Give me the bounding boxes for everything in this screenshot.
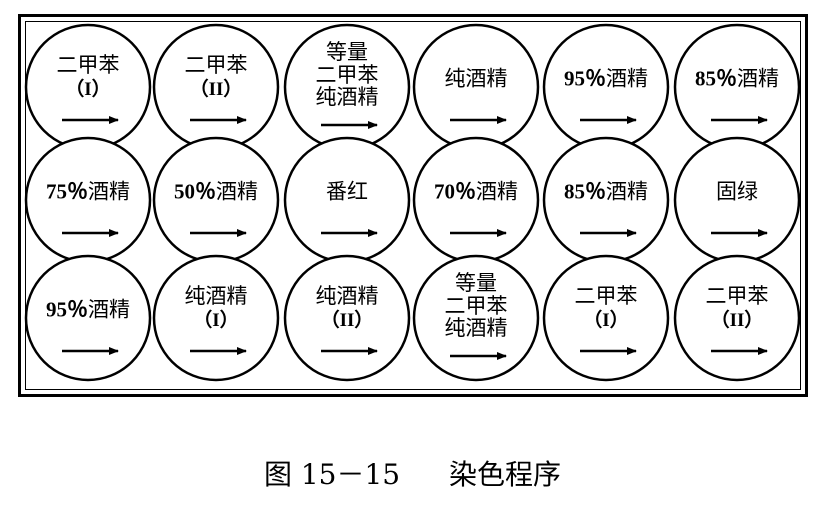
reagent-name: 二甲苯	[184, 52, 248, 77]
well-label: 75％酒精	[46, 179, 130, 204]
reagent-number: （I）	[583, 309, 629, 331]
reagent-name: 二甲苯	[315, 62, 379, 87]
well-label: 二甲苯（I）	[575, 285, 638, 331]
well-label-line: （I）	[57, 77, 120, 101]
reagent-number: （I）	[65, 78, 111, 100]
figure-caption: 图 15－15 染色程序	[0, 453, 825, 493]
well-label-line: 纯酒精	[444, 66, 508, 91]
wells-layer	[24, 23, 801, 382]
reagent-name: 等量	[455, 270, 497, 295]
well-circle	[152, 254, 280, 382]
well-label-line: 95％酒精	[46, 297, 130, 322]
well-label: 95％酒精	[564, 66, 648, 91]
reagent-name: 二甲苯	[705, 283, 769, 308]
well-circle	[542, 254, 670, 382]
well-label-line: （II）	[316, 308, 379, 332]
well-label-line: 二甲苯	[57, 54, 120, 77]
well-label-line: 等量	[445, 272, 508, 295]
reagent-name: 酒精	[606, 179, 648, 204]
reagent-name: 纯酒精	[315, 85, 379, 110]
reagent-name: 纯酒精	[444, 316, 508, 341]
well-label-line: 纯酒精	[316, 285, 379, 308]
well-label: 70％酒精	[434, 179, 518, 204]
reagent-number: （II）	[320, 309, 374, 331]
well-label: 85％酒精	[564, 179, 648, 204]
reagent-name: 纯酒精	[184, 283, 248, 308]
reagent-name: 等量	[326, 39, 368, 64]
well-circle	[24, 254, 152, 382]
well-label-line: 85％酒精	[564, 179, 648, 204]
well-circle	[283, 254, 411, 382]
well-label-line: 二甲苯	[444, 293, 508, 318]
well-circle	[412, 254, 540, 382]
well-label: 等量二甲苯纯酒精	[445, 272, 508, 340]
reagent-name: 二甲苯	[574, 283, 638, 308]
reagent-number: （I）	[193, 309, 239, 331]
concentration-value: 85％	[564, 179, 606, 204]
well-label: 纯酒精（I）	[185, 285, 248, 331]
reagent-name: 纯酒精	[444, 66, 508, 91]
well-label: 番红	[326, 179, 368, 204]
concentration-value: 85％	[695, 66, 737, 91]
reagent-name: 纯酒精	[315, 283, 379, 308]
well-label-line: 二甲苯	[575, 285, 638, 308]
concentration-value: 50％	[174, 179, 216, 204]
well-label-line: 70％酒精	[434, 179, 518, 204]
well-label-line: 番红	[326, 179, 368, 204]
well-label: 二甲苯（II）	[706, 285, 769, 331]
well-label: 二甲苯（I）	[57, 54, 120, 100]
well-label-line: 二甲苯	[185, 54, 248, 77]
reagent-name: 酒精	[737, 66, 779, 91]
reagent-name: 二甲苯	[444, 293, 508, 318]
well-label-line: 纯酒精	[445, 317, 508, 340]
well-label: 85％酒精	[695, 66, 779, 91]
well-label-line: 二甲苯	[315, 62, 379, 87]
well-label: 二甲苯（II）	[185, 54, 248, 100]
reagent-name: 二甲苯	[56, 52, 120, 77]
reagent-name: 酒精	[88, 179, 130, 204]
reagent-name: 酒精	[476, 179, 518, 204]
well-label-line: （II）	[185, 77, 248, 101]
well-circle	[673, 254, 801, 382]
figure-number: 图 15－15	[263, 458, 401, 491]
well-label-line: 75％酒精	[46, 179, 130, 204]
figure-title: 染色程序	[449, 458, 562, 491]
well-label-line: （II）	[706, 308, 769, 332]
reagent-number: （II）	[710, 309, 764, 331]
well-label-line: （I）	[575, 308, 638, 332]
well-label-line: 95％酒精	[564, 66, 648, 91]
well-label: 纯酒精（II）	[316, 285, 379, 331]
reagent-name: 番红	[326, 179, 368, 204]
concentration-value: 95％	[564, 66, 606, 91]
well-label: 等量二甲苯纯酒精	[316, 41, 379, 109]
well-label: 纯酒精	[444, 66, 508, 91]
well-label-line: 50％酒精	[174, 179, 258, 204]
well-label-line: 等量	[316, 41, 379, 64]
well-label-line: 纯酒精	[316, 86, 379, 109]
reagent-name: 酒精	[216, 179, 258, 204]
reagent-name: 酒精	[606, 66, 648, 91]
reagent-name: 固绿	[716, 179, 758, 204]
reagent-number: （II）	[189, 78, 243, 100]
well-label-line: 纯酒精	[185, 285, 248, 308]
well-label: 95％酒精	[46, 297, 130, 322]
well-label-line: 二甲苯	[706, 285, 769, 308]
concentration-value: 95％	[46, 297, 88, 322]
well-label-line: 固绿	[716, 179, 758, 204]
well-label: 50％酒精	[174, 179, 258, 204]
reagent-name: 酒精	[88, 297, 130, 322]
concentration-value: 70％	[434, 179, 476, 204]
concentration-value: 75％	[46, 179, 88, 204]
well-label-line: 85％酒精	[695, 66, 779, 91]
well-label: 固绿	[716, 179, 758, 204]
well-label-line: （I）	[185, 308, 248, 332]
